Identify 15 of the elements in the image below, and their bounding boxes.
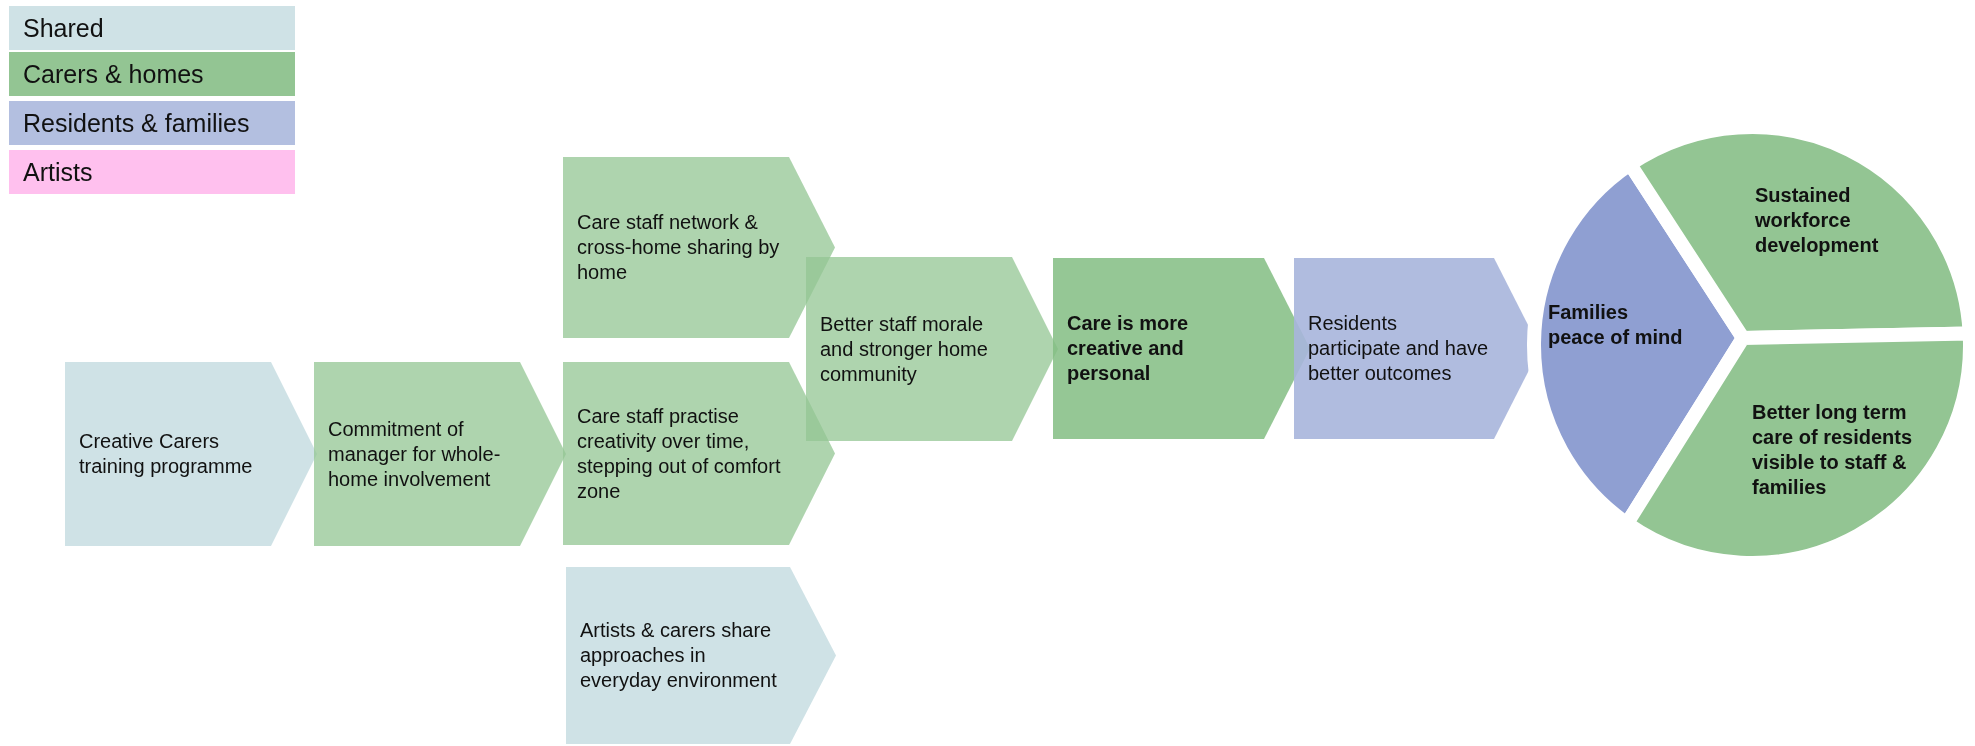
node-label: Care staff network & cross-home sharing by home [577, 210, 781, 285]
node-label: Sustained workforce development [1755, 182, 1880, 258]
node-label: Better staff morale and stronger home community [820, 311, 989, 387]
node-label: Artists & carers share approaches in everyday environment [580, 618, 778, 693]
node-label: Creative Carers training programme [79, 429, 254, 479]
node-label: Families peace of mind [1548, 300, 1684, 350]
legend-label: Residents & families [22, 108, 250, 138]
node-label: Residents participate and have better outcomes [1308, 311, 1490, 386]
legend-label: Carers & homes [22, 59, 204, 89]
node-label: Commitment of manager for whole-home involvement [328, 416, 502, 492]
node-label: Care staff practise creativity over time, stepping out of comfort zone [577, 403, 782, 504]
legend-label: Artists [22, 157, 93, 187]
node-label: Care is more creative and personal [1067, 311, 1190, 386]
node-label: Better long term care of residents visible to staff & families [1752, 400, 1914, 500]
legend-label: Shared [22, 13, 104, 43]
